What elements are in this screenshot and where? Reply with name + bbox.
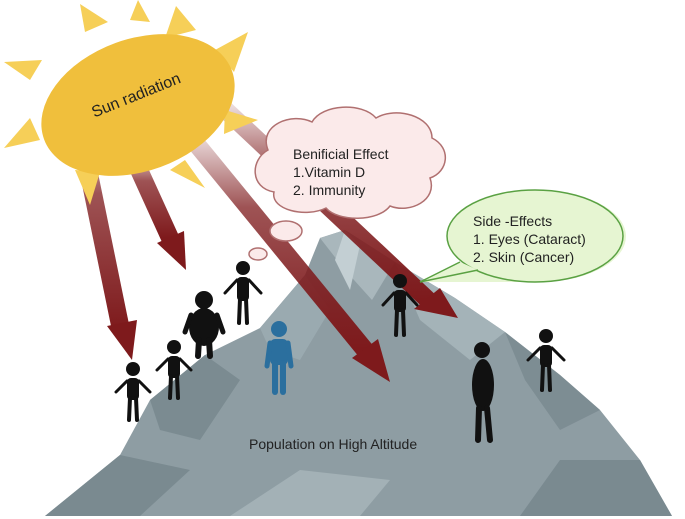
arrow-to-mountain-center	[178, 124, 390, 382]
person-mid-peak	[381, 274, 419, 337]
person-child-2	[155, 340, 193, 400]
sun-rays	[4, 0, 258, 205]
side-effects-item-1: 1. Eyes (Cataract)	[473, 231, 586, 247]
side-effects-bubble: Side -Effects 1. Eyes (Cataract) 2. Skin…	[419, 189, 626, 283]
mountain-label: Population on High Altitude	[249, 436, 417, 452]
people	[114, 261, 566, 443]
person-top-left	[223, 261, 263, 325]
thought-bubble-small	[248, 247, 268, 261]
person-highlighted	[264, 321, 294, 395]
beneficial-item-1: 1.Vitamin D	[293, 164, 365, 180]
person-heavy	[182, 291, 226, 359]
person-tall	[472, 342, 494, 443]
side-effects-title: Side -Effects	[473, 213, 552, 229]
beneficial-title: Benificial Effect	[293, 146, 389, 162]
person-right	[526, 329, 566, 392]
side-effects-item-2: 2. Skin (Cancer)	[473, 249, 574, 265]
beneficial-effect-cloud: Benificial Effect 1.Vitamin D 2. Immunit…	[248, 106, 447, 261]
beneficial-item-2: 2. Immunity	[293, 182, 365, 198]
person-child-left	[114, 362, 152, 422]
sun: Sun radiation	[41, 34, 235, 176]
thought-bubble-medium	[269, 220, 303, 242]
